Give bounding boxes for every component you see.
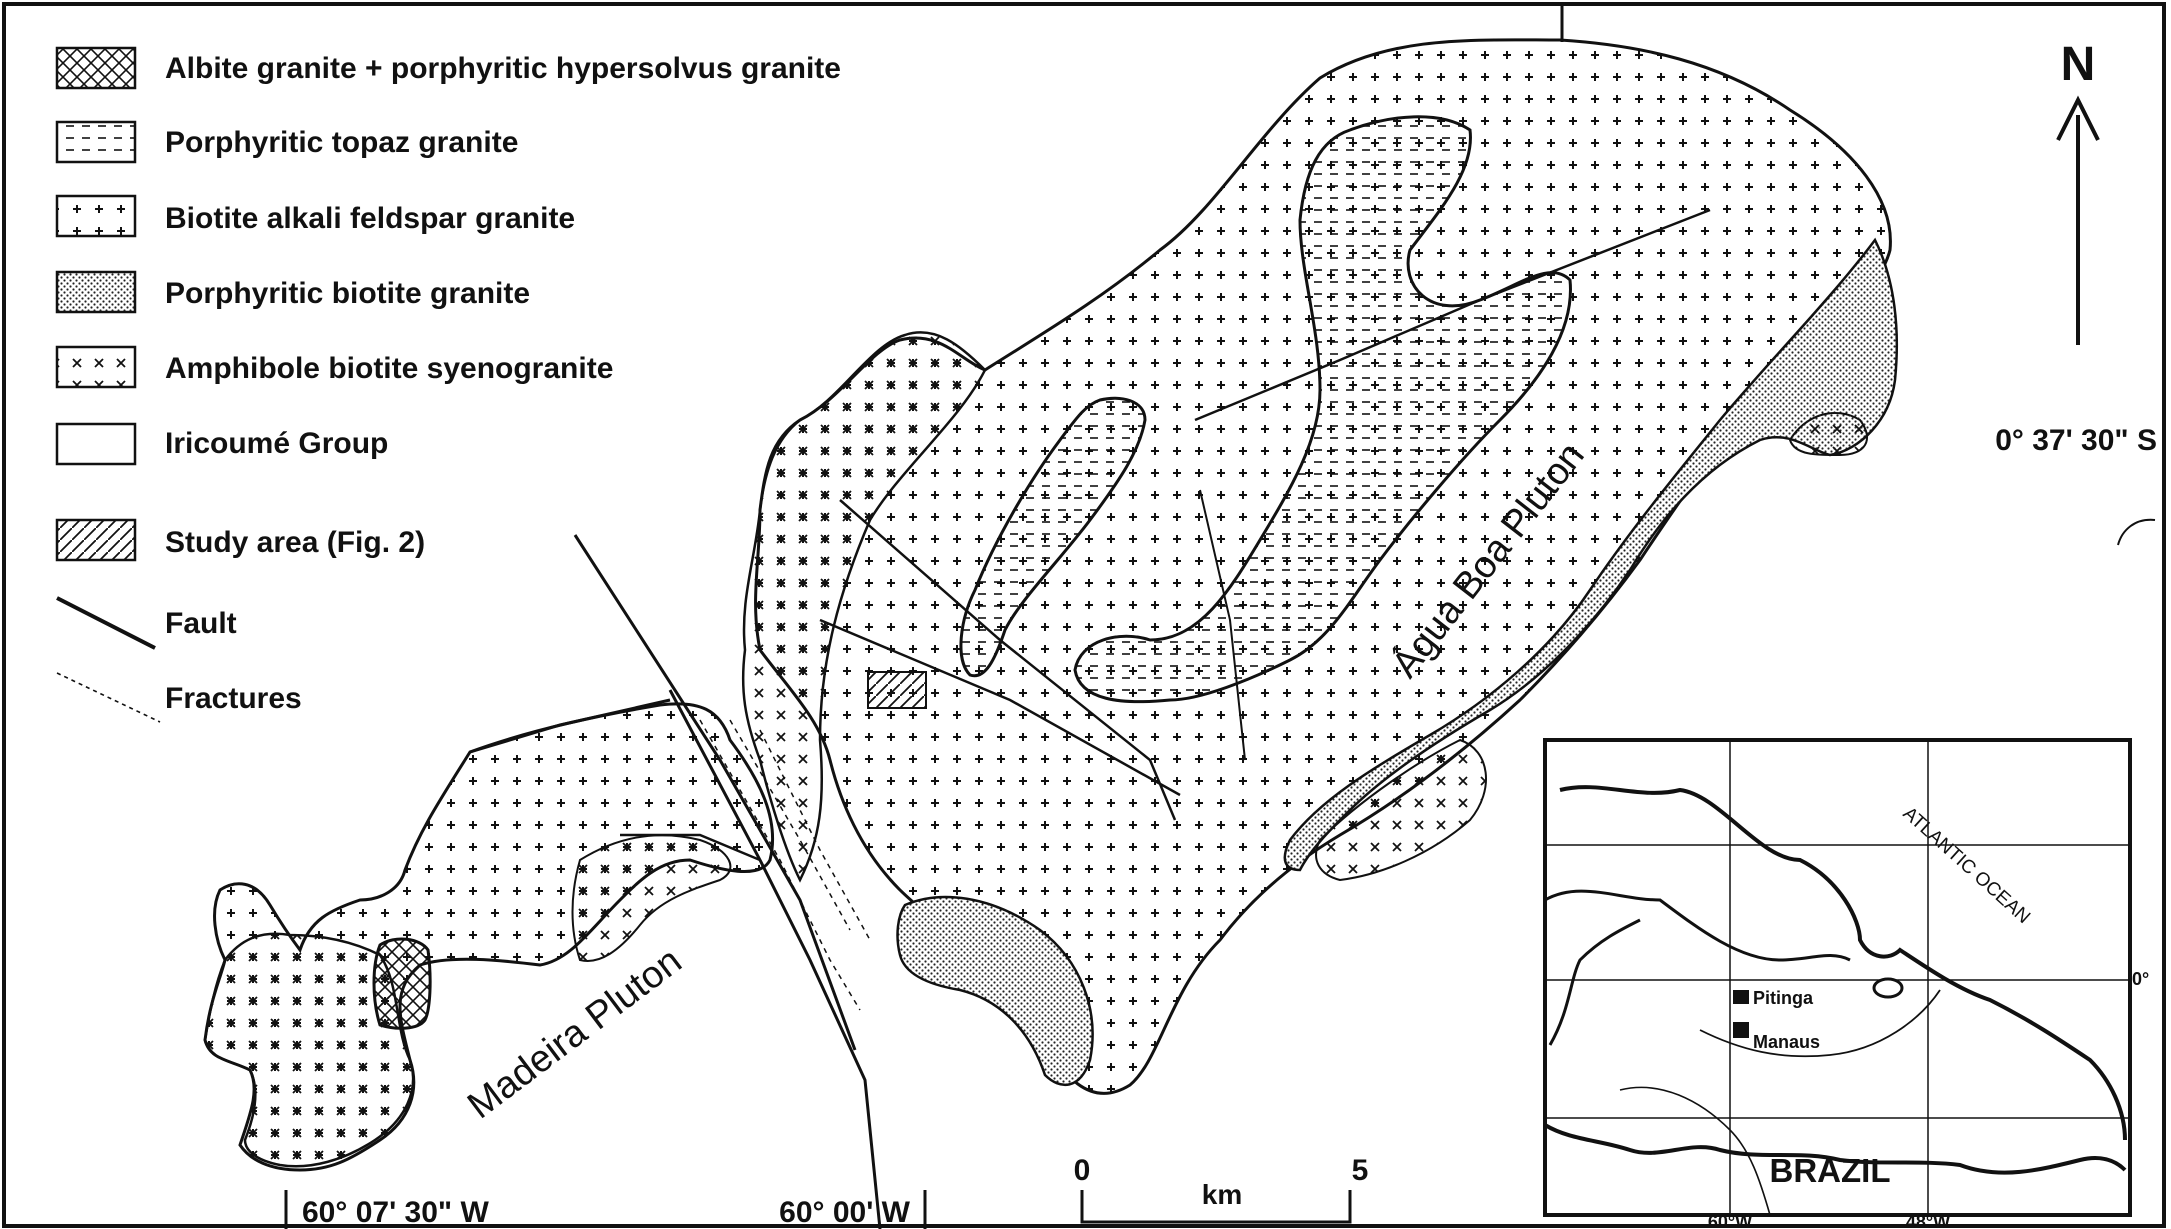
legend-swatch-topaz [55, 120, 137, 164]
fault-line [469, 698, 671, 754]
legend-label-fractures: Fractures [165, 682, 302, 715]
legend-swatch-fractures [56, 672, 161, 723]
lon-label-left: 60° 07' 30" W [302, 1196, 489, 1229]
unit-topaz-granite-small [959, 396, 1147, 678]
legend-label-topaz: Porphyritic topaz granite [165, 126, 518, 159]
unit-amphibole-syenogranite-west [741, 331, 987, 883]
legend-swatch-amphibole [55, 345, 137, 389]
study-area-marker [867, 671, 927, 709]
legend-swatch-study-area [55, 518, 137, 562]
inset-city-manaus: Manaus [1753, 1032, 1820, 1052]
inset-country-label: BRAZIL [1770, 1152, 1891, 1189]
inset-map: Pitinga Manaus ATLANTIC OCEAN BRAZIL 0° … [1543, 738, 2149, 1229]
fault-line [1194, 208, 1711, 422]
fracture-line [759, 729, 871, 941]
legend-swatch-albite [55, 46, 137, 90]
fault-line [1199, 489, 1246, 761]
madeira-pluton-label: Madeira Pluton [460, 940, 689, 1127]
inset-lon-label-60: 60°W [1708, 1212, 1752, 1229]
scale-start: 0 [1074, 1154, 1091, 1187]
inset-grid [1545, 740, 2130, 1215]
inset-river [1619, 1086, 1771, 1216]
fault-line [668, 689, 882, 1229]
inset-border-north [1544, 889, 1851, 962]
north-label: N [2061, 38, 2096, 91]
fault-line [819, 618, 1181, 797]
legend-label-iricoume: Iricoumé Group [165, 427, 388, 460]
inset-border-south [1543, 1123, 2127, 1175]
legend-swatch-biotite-alkali [55, 194, 137, 238]
fault-line [839, 499, 1177, 821]
inset-lat-label: 0° [2132, 969, 2149, 989]
unit-albite-granite [372, 937, 432, 1030]
legend-swatch-porph-biotite [55, 270, 137, 314]
fracture-line [699, 719, 861, 1011]
unit-porph-biotite-south [896, 895, 1094, 1087]
legend-label-study-area: Study area (Fig. 2) [165, 526, 425, 559]
unit-amphibole-east [1788, 411, 1869, 457]
unit-madeira-amphibole [203, 932, 415, 1168]
agua-boa-pluton [741, 38, 1899, 1095]
north-arrow: N [2056, 38, 2100, 345]
madeira-pluton [203, 702, 775, 1172]
legend-label-albite: Albite granite + porphyritic hypersolvus… [165, 52, 841, 85]
legend-label-fault: Fault [165, 607, 237, 640]
scale-bar: 0 5 km [1074, 1154, 1369, 1224]
unit-amphibole-southeast [1315, 738, 1487, 882]
north-arrow-head [2056, 95, 2100, 141]
inset-city-marker-manaus [1733, 1022, 1749, 1038]
inset-island [1872, 977, 1904, 999]
unit-topaz-granite-north [1073, 115, 1572, 704]
scale-bar-line [1080, 1190, 1352, 1224]
inset-city-marker-pitinga [1733, 990, 1749, 1004]
fault-line [573, 534, 857, 1051]
inset-coastline [1559, 785, 2127, 1141]
scale-unit: km [1202, 1179, 1242, 1210]
fault-line [620, 833, 761, 862]
scale-end: 5 [1352, 1154, 1369, 1187]
inset-river [1699, 989, 1941, 1058]
legend-label-porph-biotite: Porphyritic biotite granite [165, 277, 530, 310]
legend-swatch-fault [56, 596, 156, 650]
lon-label-right: 60° 00' W [779, 1196, 911, 1229]
inset-city-pitinga: Pitinga [1753, 988, 1814, 1008]
inset-lon-label-48: 48°W [1906, 1212, 1950, 1229]
unit-madeira-amphibole-east [571, 834, 732, 962]
legend: Albite granite + porphyritic hypersolvus… [55, 46, 841, 723]
legend-label-amphibole: Amphibole biotite syenogranite [165, 352, 613, 385]
inset-border-west [1548, 918, 1641, 1046]
lat-tick [2117, 518, 2156, 546]
faults [469, 208, 1711, 1229]
legend-label-biotite-alkali: Biotite alkali feldspar granite [165, 202, 575, 235]
legend-swatch-iricoume [55, 422, 137, 466]
lat-label-right: 0° 37' 30" S [1995, 424, 2157, 457]
inset-frame [1543, 738, 2132, 1217]
